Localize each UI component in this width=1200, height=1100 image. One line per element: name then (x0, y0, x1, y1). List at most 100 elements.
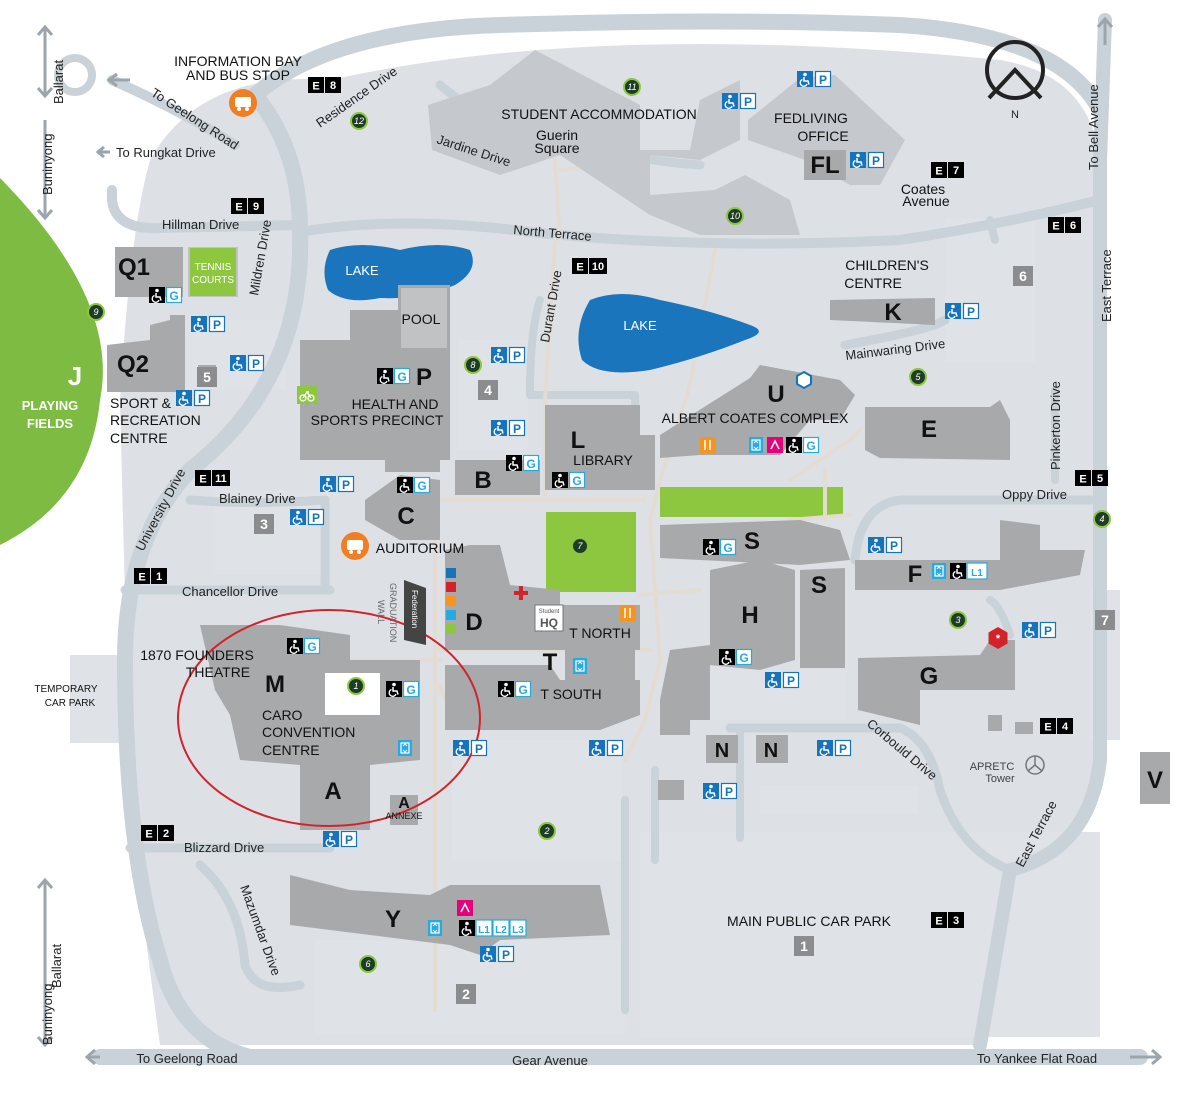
street-geelong-road-bottom: To Geelong Road (136, 1051, 237, 1066)
medical-centre-icon: * (988, 627, 1008, 649)
food-icon-t-north (620, 605, 636, 621)
student-label: Student (539, 609, 560, 615)
street-bell: To Bell Avenue (1086, 84, 1101, 170)
street-oppy: Oppy Drive (1002, 487, 1067, 502)
health-sports-label-1: HEALTH AND (352, 396, 439, 412)
street-yankee: To Yankee Flat Road (977, 1051, 1097, 1066)
building-b-label[interactable]: B (474, 467, 491, 494)
road-network (54, 13, 1148, 1065)
fedliving-label-1: FEDLIVING (774, 110, 848, 126)
sport-rec-label-3: CENTRE (110, 430, 168, 446)
building-q2-label[interactable]: Q2 (117, 351, 149, 378)
building-t-label[interactable]: T (543, 649, 558, 676)
highlight-circle (177, 609, 481, 827)
entrance-5: 5 (1097, 473, 1103, 485)
building-g-label[interactable]: G (920, 663, 939, 690)
buninyong-top-label: Buninyong (40, 134, 55, 195)
entrance-8: 8 (330, 80, 336, 92)
car-park-3-number: 3 (260, 516, 268, 532)
building-q1-label[interactable]: Q1 (118, 254, 150, 281)
car-park-7-number: 7 (1101, 612, 1109, 628)
arrow-icons (36, 16, 1163, 1066)
building-n2-label[interactable]: N (764, 740, 778, 762)
level-l3-y: L3 (512, 925, 524, 936)
svg-text:*: * (996, 633, 1001, 645)
point-6: 6 (365, 959, 370, 969)
car-park-2-number: 2 (462, 986, 470, 1002)
building-f-label[interactable]: F (908, 561, 923, 588)
bus-stop-icon[interactable] (229, 89, 257, 117)
hq-label: HQ (540, 616, 558, 630)
building-a-label[interactable]: A (324, 778, 341, 805)
lake-west-label: LAKE (345, 263, 379, 278)
albert-coates-hex-icon (796, 370, 812, 390)
playing-fields[interactable] (0, 178, 103, 545)
colour-flag-icons (446, 568, 456, 634)
level-l1-y: L1 (478, 925, 490, 936)
level-l2-y: L2 (495, 925, 507, 936)
playing-fields-label-1: PLAYING (22, 398, 79, 413)
entrance-9: 9 (253, 201, 259, 213)
graduation-wall-label-2: WALL (376, 600, 386, 624)
building-h-label[interactable]: H (741, 602, 758, 629)
building-u-label[interactable]: U (767, 381, 784, 408)
coates-avenue-label-1: Coates (901, 181, 945, 197)
student-accommodation-label: STUDENT ACCOMMODATION (501, 106, 697, 122)
apretc-tower-icon (1025, 755, 1045, 775)
building-s2-label[interactable]: S (811, 572, 827, 599)
car-park-number-boxes (197, 266, 1115, 1004)
pool-label: POOL (402, 311, 441, 327)
playing-fields-label-2: FIELDS (27, 416, 74, 431)
building-s1-label[interactable]: S (744, 528, 760, 555)
street-pinkerton: Pinkerton Drive (1048, 381, 1063, 470)
fedliving-label-2: OFFICE (797, 128, 848, 144)
entrance-4: 4 (1062, 721, 1069, 733)
childrens-centre-label-2: CENTRE (844, 275, 902, 291)
caro-label-2: CONVENTION (262, 724, 355, 740)
car-park-4-number: 4 (484, 382, 492, 398)
temporary-car-park-label-2: CAR PARK (45, 698, 96, 709)
point-3: 3 (955, 615, 960, 625)
building-p-label[interactable]: P (416, 364, 432, 391)
lake-east[interactable] (578, 294, 759, 373)
entrance-markers (134, 77, 1108, 928)
entrance-1: 1 (156, 571, 162, 583)
car-park-n-area[interactable] (760, 785, 918, 813)
building-k-label[interactable]: K (884, 299, 902, 326)
playing-fields-j-label[interactable]: J (68, 361, 82, 391)
building-y-label[interactable]: Y (385, 906, 401, 933)
building-e-label[interactable]: E (921, 416, 937, 443)
building-m-label[interactable]: M (265, 671, 285, 698)
apretc-label-1: APRETC (970, 761, 1015, 773)
level-boxes (475, 562, 988, 937)
green-quad-1 (546, 512, 636, 592)
level-l1-f: L1 (971, 568, 983, 579)
building-l-label[interactable]: L (571, 427, 586, 454)
north-compass-icon (985, 40, 1045, 100)
bicycle-icon (297, 386, 317, 404)
building-c-label[interactable]: C (397, 503, 414, 530)
building-fl-label[interactable]: FL (810, 152, 839, 179)
point-1: 1 (353, 681, 358, 691)
building-d-label[interactable]: D (465, 609, 482, 636)
street-chancellor: Chancellor Drive (182, 584, 278, 599)
building-n1-label[interactable]: N (715, 740, 729, 762)
albert-coates-label: ALBERT COATES COMPLEX (662, 410, 849, 426)
point-12: 12 (354, 116, 364, 126)
car-park-2b-area[interactable] (452, 740, 622, 862)
building-v-label[interactable]: V (1147, 767, 1163, 794)
federation-sign-icon (404, 580, 426, 645)
street-hillman: Hillman Drive (162, 217, 239, 232)
info-bay-label-1: INFORMATION BAY (174, 53, 302, 69)
pink-icon-y (457, 900, 473, 916)
car-park-6-area[interactable] (945, 218, 1035, 363)
auditorium-label: AUDITORIUM (376, 540, 464, 556)
building-a-annexe-label[interactable]: A (398, 795, 410, 812)
auditorium-bus-icon[interactable] (341, 532, 369, 560)
point-4: 4 (1099, 514, 1104, 524)
point-2: 2 (543, 826, 549, 836)
street-blainey: Blainey Drive (219, 491, 296, 506)
founders-theatre-label-2: THEATRE (186, 664, 250, 680)
student-accommodation[interactable] (428, 50, 800, 235)
